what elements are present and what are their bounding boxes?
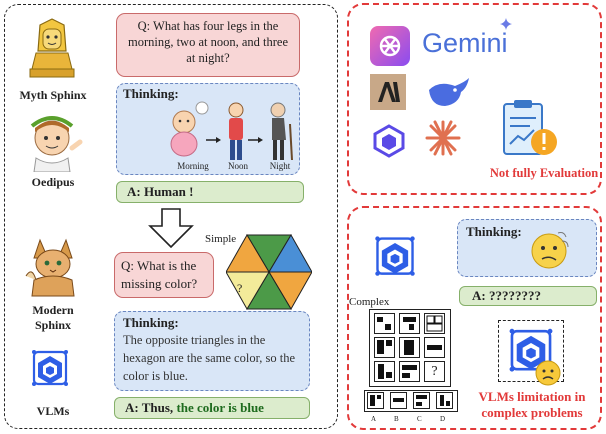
answer-2-prefix: A: Thus, <box>125 400 177 415</box>
oedipus-image <box>30 116 83 172</box>
matrix-puzzle <box>369 309 451 387</box>
vlm-logo-icon <box>32 350 68 386</box>
evaluation-report-icon <box>503 100 557 155</box>
matrix-cell <box>374 361 395 382</box>
color-question-text: Q: What is the missing color? <box>121 258 198 291</box>
top-right-panel <box>347 3 602 195</box>
simple-label: Simple <box>205 233 237 245</box>
answer-2-rest: the color is blue <box>176 400 264 415</box>
sparkle-icon <box>500 18 512 30</box>
gemini-logo-text: Gemini <box>422 28 508 58</box>
thinking-label-2: Thinking: <box>123 315 179 330</box>
answer-1-text: A: Human ! <box>127 184 194 199</box>
answer-box-2: A: Thus, the color is blue <box>114 397 310 419</box>
vlm-focus-frame <box>498 320 564 382</box>
qwen-logo-icon <box>373 124 405 158</box>
matrix-cell <box>399 361 420 382</box>
options-row <box>364 390 458 412</box>
thinking-box-3: Thinking: <box>457 219 597 277</box>
matrix-cell <box>399 313 420 334</box>
not-fully-evaluation-text: Not fully Evaluation <box>489 166 599 180</box>
matrix-cell-missing: ? <box>424 361 445 382</box>
option-c-figure <box>413 392 430 409</box>
color-hexagon <box>226 234 312 310</box>
life-stages-illustration <box>170 101 293 160</box>
baby-figure <box>170 101 209 157</box>
option-letter-c: C <box>417 415 422 423</box>
option-letter-b: B <box>394 415 399 423</box>
option-a-figure <box>367 392 384 409</box>
adult-figure <box>228 102 244 160</box>
stage-noon: Noon <box>228 161 248 171</box>
myth-sphinx-label: Myth Sphinx <box>19 88 87 102</box>
complex-label: Complex <box>349 296 390 308</box>
riddle-question-text: Q: What has four legs in the morning, tw… <box>127 19 289 65</box>
thinking-box-1 <box>116 83 300 175</box>
deepseek-logo-icon <box>429 78 469 106</box>
elder-figure <box>270 102 293 160</box>
confused-emoji-icon <box>531 232 569 269</box>
sad-emoji-icon <box>535 360 561 386</box>
hexagon-missing-mark: ? <box>237 281 243 295</box>
vlms-label: VLMs <box>36 404 70 418</box>
matrix-cell <box>424 313 445 334</box>
vlm-logo-icon-3 <box>509 328 553 372</box>
matrix-cell <box>399 337 420 358</box>
modern-sphinx-label: Modern Sphinx <box>4 303 102 333</box>
claude-burst-icon <box>425 120 461 156</box>
option-letter-a: A <box>371 415 377 423</box>
stage-morning: Morning <box>177 161 209 171</box>
vlm-logo-icon-2 <box>375 236 415 276</box>
thinking-label-1: Thinking: <box>123 86 179 101</box>
answer-3-text: A: ???????? <box>472 288 541 303</box>
option-b-figure <box>390 392 407 409</box>
answer-box-3: A: ???????? <box>459 286 597 306</box>
left-panel <box>4 4 338 429</box>
matrix-question-mark: ? <box>431 364 438 379</box>
option-letter-d: D <box>440 415 446 423</box>
thinking-text-2: The opposite triangles in the hexagon ar… <box>123 333 296 383</box>
matrix-cell <box>374 313 395 334</box>
anthropic-logo-icon <box>370 74 406 110</box>
riddle-question: Q: What has four legs in the morning, tw… <box>116 13 300 77</box>
stage-night: Night <box>269 161 291 171</box>
oedipus-label: Oedipus <box>31 175 75 189</box>
vlm-limitation-text: VLMs limitation in complex problems <box>478 389 586 420</box>
myth-sphinx-image <box>29 18 75 78</box>
down-arrow-icon <box>148 208 194 248</box>
answer-box-1: A: Human ! <box>116 181 304 203</box>
bottom-right-panel <box>347 206 602 430</box>
thinking-label-3: Thinking: <box>466 224 522 239</box>
modern-sphinx-label-text: Modern Sphinx <box>32 303 74 332</box>
color-question: Q: What is the missing color? <box>114 252 214 298</box>
modern-sphinx-image <box>25 238 75 297</box>
matrix-cell <box>424 337 445 358</box>
matrix-cell <box>374 337 395 358</box>
option-d-figure <box>436 392 453 409</box>
openai-logo-icon <box>370 26 410 66</box>
thinking-box-2: Thinking: The opposite triangles in the … <box>114 311 310 391</box>
